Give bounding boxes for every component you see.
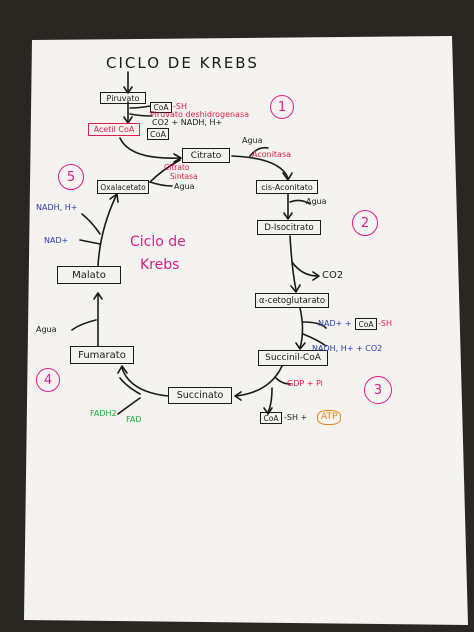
molecule-piruvato: Piruvato: [100, 92, 146, 104]
center-label-line1: Ciclo de: [130, 234, 186, 250]
coa-sh-suffix: -SH: [173, 102, 187, 111]
co2-nadh-step1: CO2 + NADH, H+: [152, 118, 223, 127]
coa-box-step2: CoA: [355, 318, 377, 330]
step-2: 2: [352, 210, 378, 236]
center-label-line2: Krebs: [140, 257, 180, 273]
agua-oxalacetato: Agua: [174, 182, 195, 191]
arrow-acetil-citrato: [119, 137, 181, 159]
arrow-cetoglutarato-succinil: [299, 307, 304, 349]
nadh-co2-step2: NADH, H+ + CO2: [312, 344, 383, 353]
molecule-acetil-coa: Acetil CoA: [88, 123, 140, 136]
piruvato-deshidrogenasa: Piruvato deshidrogenasa: [150, 110, 250, 119]
molecule-succinil-coa: Succinil-CoA: [258, 350, 328, 366]
molecule-coa: CoA: [147, 128, 169, 140]
aconitasa-label: Aconitasa: [252, 150, 292, 159]
molecule-oxalacetato: Oxalacetato: [97, 180, 149, 194]
agua-isocitrato: Agua: [306, 197, 327, 206]
fad-label: FAD: [126, 415, 142, 424]
coa-box-step3: CoA: [260, 412, 282, 424]
molecule-fumarato: Fumarato: [70, 346, 134, 364]
molecule-malato: Malato: [57, 266, 121, 284]
step-4: 4: [36, 368, 60, 392]
arrow-citrato-cisaconitato: [231, 155, 289, 179]
arrow-isocitrato-cetoglutarato: [289, 235, 297, 291]
nad-plus-step2: NAD+ +: [318, 319, 352, 328]
citrato-sintasa-line2: Sintasa: [170, 172, 198, 181]
arrow-oxalacetato-citrato: [149, 159, 181, 183]
page-title: CICLO DE KREBS: [106, 54, 259, 72]
fadh2-label: FADH2: [90, 409, 117, 418]
coa-sh-box: CoA: [150, 102, 172, 113]
nadh-malato: NADH, H+: [36, 203, 78, 212]
step-3: 3: [364, 376, 392, 404]
coa-sh-step2: -SH: [378, 319, 392, 328]
molecule-d-isocitrato: D-Isocitrato: [257, 220, 321, 235]
molecule-a-cetoglutarato: α-cetoglutarato: [255, 293, 329, 308]
arrow-malato-oxalacetato: [97, 195, 117, 267]
molecule-citrato: Citrato: [182, 148, 230, 163]
agua-fumarato: Agua: [36, 325, 57, 334]
sh-plus-step3: -SH +: [284, 413, 308, 422]
paper-sheet: [24, 36, 468, 625]
agua-aconitasa: Agua: [242, 136, 263, 145]
citrato-sintasa-line1: Citrato: [164, 163, 190, 172]
gdp-pi: GDP + Pi: [287, 379, 323, 388]
molecule-cis-aconitato: cis-Aconitato: [256, 180, 318, 194]
step-1: 1: [270, 95, 294, 119]
molecule-succinato: Succinato: [168, 387, 232, 404]
atp-label: ATP: [317, 410, 342, 425]
co2-isocitrato: CO2: [322, 270, 344, 281]
nad-malato: NAD+: [44, 236, 69, 245]
step-5: 5: [58, 164, 84, 190]
arrow-succinil-succinato: [235, 365, 283, 397]
arrow-succinato-fumarato: [121, 367, 169, 397]
